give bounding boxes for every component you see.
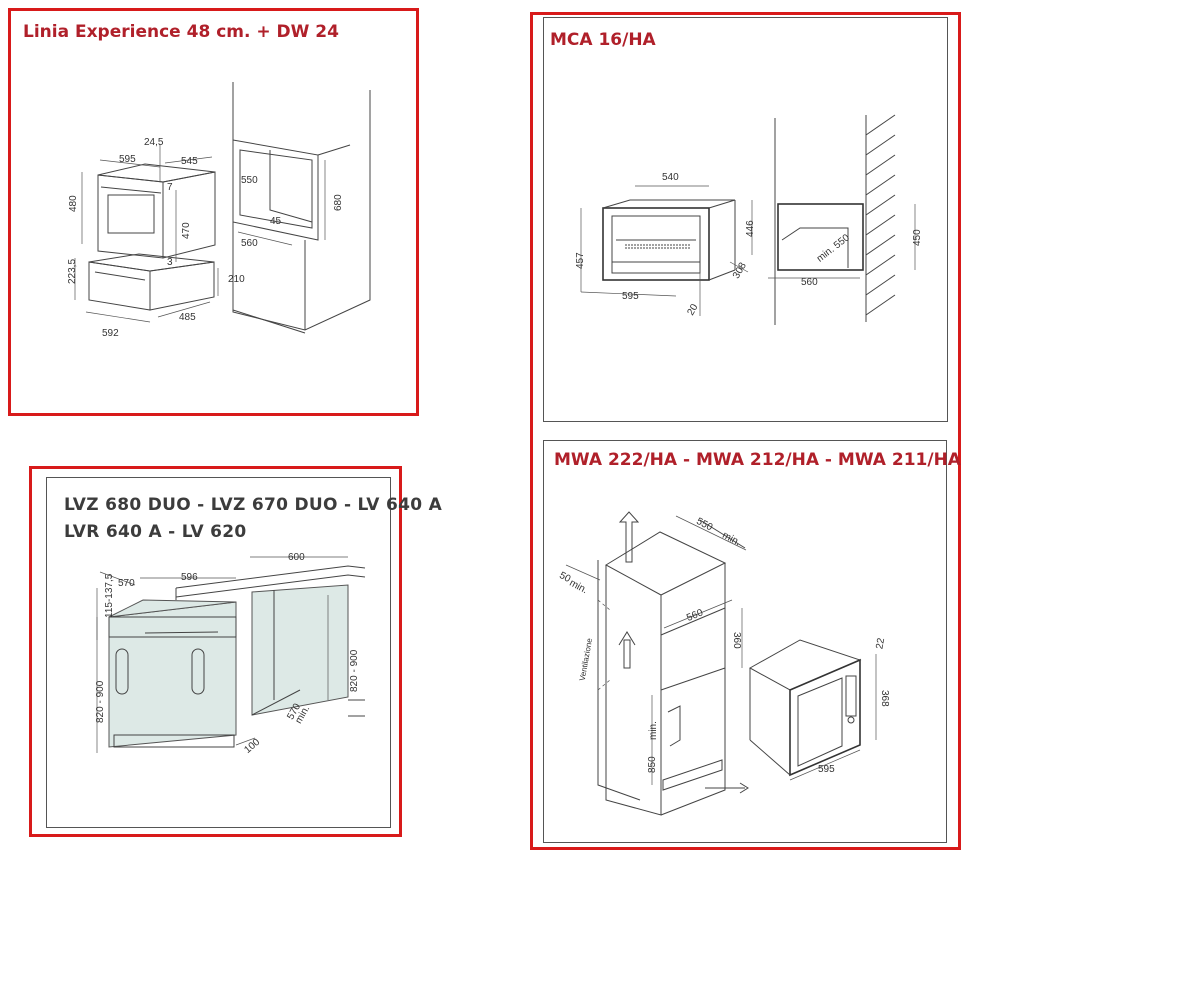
- grill-element: [625, 244, 690, 249]
- dim-210: 210: [228, 274, 245, 285]
- drawer-drawing: [88, 253, 215, 311]
- mwa-diagram: 550 min. 50 min. 560 360 Ventilazione 85…: [557, 511, 890, 816]
- dim-115-137-5: 115-137,5: [104, 573, 115, 618]
- panel-title-line2: LVR 640 A - LV 620: [64, 522, 247, 542]
- dim-592: 592: [102, 328, 119, 339]
- dim-368: 368: [879, 690, 890, 707]
- lvz-dimension-lines: [96, 556, 348, 753]
- dim-485: 485: [179, 312, 196, 323]
- mca-diagram: 540 446 457 308 595 20 450 min. 550 560: [575, 114, 923, 325]
- mwa-dimension-labels: 550 min. 50 min. 560 360 Ventilazione 85…: [557, 516, 890, 775]
- dim-595: 595: [818, 764, 835, 775]
- dim-45: 45: [270, 216, 282, 227]
- dim-446: 446: [745, 220, 756, 237]
- dim-545: 545: [181, 156, 198, 167]
- dim-560: 560: [241, 238, 258, 249]
- dim-560: 560: [801, 277, 818, 288]
- dim-820-900-left: 820 - 900: [95, 680, 106, 723]
- dim-480: 480: [68, 195, 79, 212]
- oven-drawing: [97, 163, 216, 259]
- dim-3: 3: [167, 257, 173, 268]
- dim-550: 550: [241, 175, 258, 186]
- mwa-dimension-lines: [565, 515, 877, 785]
- linia-dimension-labels: 24,5 595 545 480 7 470 3 550 680 45 560 …: [67, 137, 344, 339]
- mca-dimension-lines: [580, 185, 916, 316]
- panel-mca: MCA 16/HA: [543, 17, 948, 422]
- counter-drawing: [175, 565, 366, 717]
- tall-cabinet-drawing: [597, 519, 746, 816]
- dim-50: 50: [557, 570, 572, 585]
- dim-457: 457: [575, 252, 586, 269]
- dim-560: 560: [685, 607, 705, 624]
- dishwasher-drawing: [108, 599, 237, 748]
- panel-mwa: MWA 222/HA - MWA 212/HA - MWA 211/HA: [543, 440, 961, 843]
- dim-7: 7: [167, 182, 173, 193]
- dim-450: 450: [912, 229, 923, 246]
- panel-title: MCA 16/HA: [550, 30, 656, 50]
- linia-diagram: 24,5 595 545 480 7 470 3 550 680 45 560 …: [67, 82, 371, 339]
- dim-470: 470: [181, 222, 192, 239]
- dim-596: 596: [181, 572, 198, 583]
- mca-oven-drawing: [602, 199, 736, 281]
- linia-dimension-lines: [74, 145, 326, 323]
- mca-cabinet-drawing: [774, 115, 867, 325]
- panel-linia-experience: Linia Experience 48 cm. + DW 24: [8, 8, 419, 416]
- dim-223-5: 223,5: [67, 259, 78, 284]
- airflow-arrows: [597, 511, 749, 794]
- dim-50-min: min.: [567, 578, 589, 597]
- lvz-diagram: 600 570 596 115-137,5 820 - 900 820 - 90…: [95, 552, 366, 756]
- dim-850-min: min.: [648, 721, 659, 740]
- panel-title: Linia Experience 48 cm. + DW 24: [23, 22, 339, 42]
- panel-title-line1: LVZ 680 DUO - LVZ 670 DUO - LV 640 A: [64, 495, 443, 515]
- dim-595: 595: [622, 291, 639, 302]
- microwave-drawing: [748, 639, 862, 777]
- cabinet-drawing: [232, 82, 371, 334]
- dim-24-5: 24,5: [144, 137, 164, 148]
- dim-22: 22: [874, 637, 887, 650]
- dim-550-min: min.: [720, 530, 742, 549]
- dim-680: 680: [333, 194, 344, 211]
- dim-850: 850: [647, 756, 658, 773]
- dim-540: 540: [662, 172, 679, 183]
- dim-360: 360: [731, 632, 742, 649]
- dim-550: 550: [694, 516, 714, 534]
- ventilazione-label: Ventilazione: [578, 637, 594, 682]
- panel-title: MWA 222/HA - MWA 212/HA - MWA 211/HA: [554, 450, 961, 470]
- dim-600: 600: [288, 552, 305, 563]
- dim-570: 570: [118, 578, 135, 589]
- dim-595: 595: [119, 154, 136, 165]
- wall-hatching: [865, 114, 896, 316]
- dim-20: 20: [685, 302, 700, 318]
- dim-820-900-right: 820 - 900: [349, 649, 360, 692]
